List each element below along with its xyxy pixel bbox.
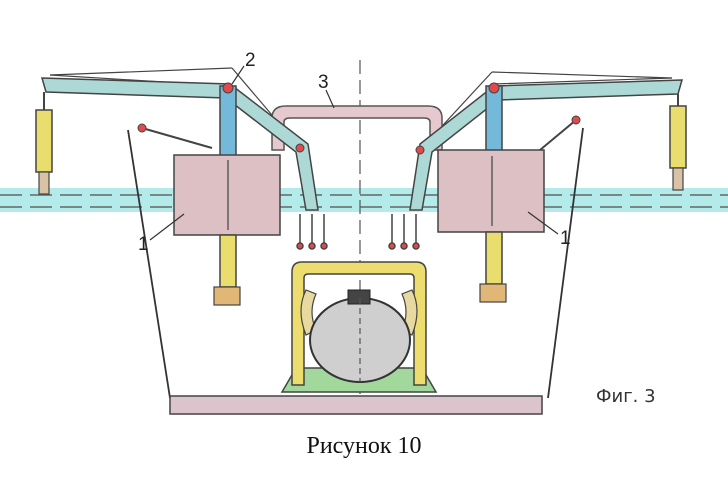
left-hooks: [296, 214, 328, 250]
label-part-2: 2: [245, 50, 256, 71]
water-band: [0, 188, 728, 212]
left-float-box: [173, 154, 281, 236]
cargo-ball: [309, 289, 411, 383]
right-float-box: [437, 149, 545, 233]
bottom-platform: [169, 395, 543, 415]
cradle-frame: [291, 261, 427, 386]
right-beam: [409, 79, 684, 211]
left-post: [219, 82, 237, 159]
right-post: [485, 82, 503, 159]
right-lower-cylinder: [479, 231, 507, 303]
right-hooks: [388, 214, 420, 250]
label-part-3: 3: [318, 72, 329, 93]
hull-outline: [127, 127, 584, 399]
pivot-points: [137, 115, 581, 155]
right-outer-cylinder: [669, 94, 687, 191]
left-beam: [40, 77, 319, 211]
figure-caption: Рисунок 10: [306, 433, 422, 459]
figure-tag: Фиг. 3: [596, 386, 656, 407]
struts: [141, 119, 577, 151]
label-part-1-left: 1: [138, 234, 149, 255]
label-part-1-right: 1: [560, 228, 571, 249]
left-outer-cylinder: [35, 92, 53, 195]
left-lower-cylinder: [213, 234, 241, 306]
label-leaders: [149, 65, 559, 241]
